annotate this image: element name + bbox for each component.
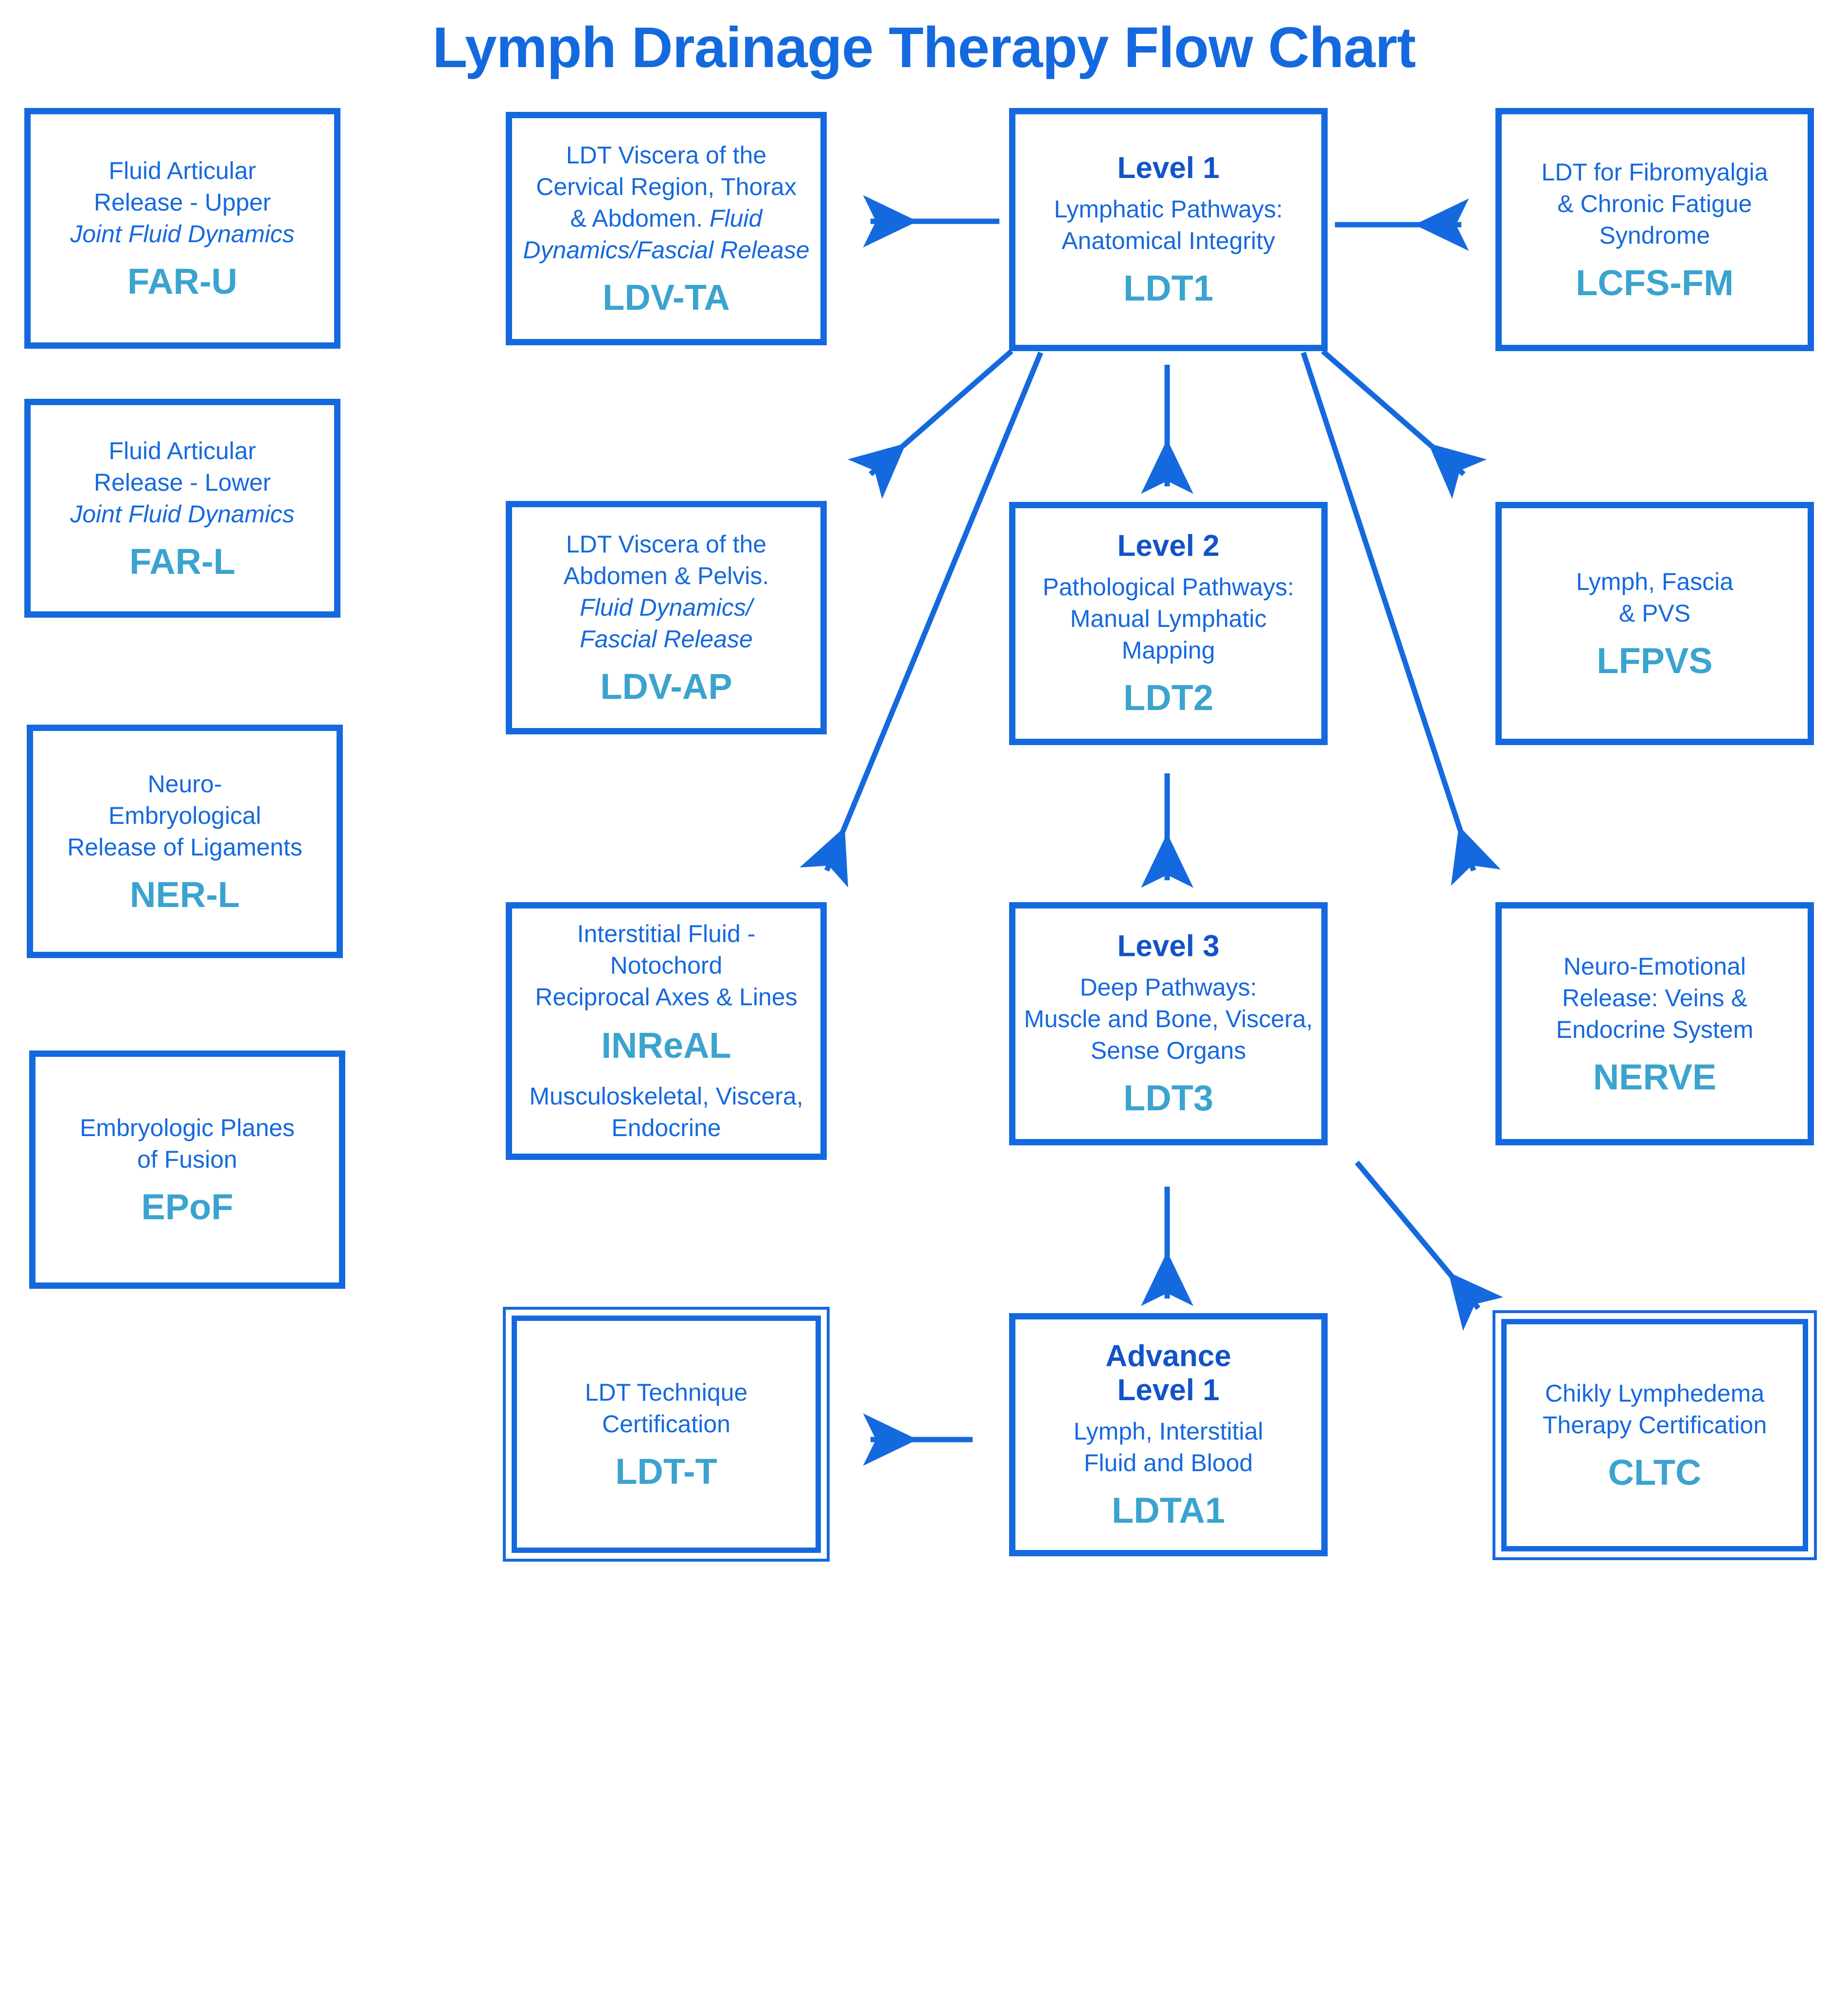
node-ldt2[interactable]: Level 2 Pathological Pathways: Manual Ly… (1009, 502, 1328, 745)
ldv-ap-line1: LDT Viscera of the (566, 531, 767, 558)
lcfs-fm-line3: Syndrome (1599, 221, 1710, 249)
ldv-ta-line1: LDT Viscera of the (566, 142, 767, 169)
ldt1-line1: Lymphatic Pathways: (1054, 195, 1283, 223)
ldt2-heading: Level 2 (1117, 529, 1220, 563)
ldt3-line1: Deep Pathways: (1080, 974, 1257, 1001)
node-ldt1[interactable]: Level 1 Lymphatic Pathways: Anatomical I… (1009, 108, 1328, 351)
inreal-line1: Interstitial Fluid - Notochord (577, 920, 756, 979)
inreal-line3: Musculoskeletal, Viscera, (529, 1083, 803, 1110)
ner-l-line2: Embryological (108, 801, 261, 829)
ldt-t-code: LDT-T (615, 1451, 717, 1492)
ldv-ap-code: LDV-AP (600, 666, 732, 707)
ner-l-line1: Neuro- (147, 770, 222, 798)
inreal-code: INReAL (601, 1025, 731, 1066)
far-u-subtitle: Joint Fluid Dynamics (70, 220, 295, 248)
epof-line1: Embryologic Planes (80, 1114, 295, 1142)
ldta1-code: LDTA1 (1112, 1490, 1225, 1531)
ldta1-line1: Lymph, Interstitial (1073, 1417, 1263, 1445)
node-inreal[interactable]: Interstitial Fluid - Notochord Reciproca… (506, 902, 827, 1160)
node-nerve[interactable]: Neuro-Emotional Release: Veins & Endocri… (1495, 902, 1814, 1145)
epof-line2: of Fusion (137, 1146, 237, 1174)
node-ldt-t[interactable]: LDT Technique Certification LDT-T (503, 1307, 830, 1562)
ldt-t-line1: LDT Technique (585, 1379, 748, 1406)
ldt1-heading: Level 1 (1117, 151, 1220, 185)
ldta1-heading-line2: Level 1 (1117, 1373, 1220, 1407)
arrow-ldt3-to-cltc (1354, 1160, 1504, 1331)
node-cltc[interactable]: Chikly Lymphedema Therapy Certification … (1493, 1310, 1817, 1560)
inreal-line4: Endocrine (611, 1114, 721, 1142)
node-lcfs-fm[interactable]: LDT for Fibromyalgia & Chronic Fatigue S… (1495, 108, 1814, 351)
far-l-line1: Fluid Articular (108, 437, 256, 464)
node-far-l[interactable]: Fluid Articular Release - Lower Joint Fl… (24, 399, 340, 618)
ldt-t-line2: Certification (602, 1410, 730, 1438)
node-ldta1[interactable]: Advance Level 1 Lymph, Interstitial Flui… (1009, 1313, 1328, 1556)
ldv-ta-code: LDV-TA (603, 277, 730, 318)
lfpvs-line2: & PVS (1618, 600, 1691, 627)
ldta1-heading-line1: Advance (1105, 1339, 1231, 1373)
arrow-ldt1-to-ldvap (847, 349, 1013, 499)
lfpvs-code: LFPVS (1597, 641, 1713, 681)
nerve-line3: Endocrine System (1556, 1015, 1754, 1043)
node-far-u[interactable]: Fluid Articular Release - Upper Joint Fl… (24, 108, 340, 349)
far-l-code: FAR-L (129, 541, 235, 582)
arrow-ldt1-to-inreal (800, 351, 1044, 888)
ldt3-line2: Muscle and Bone, Viscera, (1024, 1005, 1313, 1033)
node-lfpvs[interactable]: Lymph, Fascia & PVS LFPVS (1495, 502, 1814, 745)
ldv-ap-line4: Fascial Release (580, 625, 753, 653)
nerve-line2: Release: Veins & (1562, 984, 1747, 1012)
ldt1-code: LDT1 (1123, 267, 1213, 308)
page-title: Lymph Drainage Therapy Flow Chart (432, 16, 1416, 80)
node-epof[interactable]: Embryologic Planes of Fusion EPoF (29, 1050, 345, 1289)
ldt3-heading: Level 3 (1117, 929, 1220, 963)
node-ldt3[interactable]: Level 3 Deep Pathways: Muscle and Bone, … (1009, 902, 1328, 1145)
node-ldv-ap[interactable]: LDT Viscera of the Abdomen & Pelvis. Flu… (506, 501, 827, 734)
ldt2-line2: Manual Lymphatic (1070, 605, 1267, 633)
arrow-ldt1-to-nerve (1300, 352, 1501, 886)
lcfs-fm-code: LCFS-FM (1576, 262, 1734, 303)
far-l-line2: Release - Lower (93, 468, 271, 496)
far-u-line1: Fluid Articular (108, 157, 256, 185)
ldv-ta-line3-italic: Fluid (709, 205, 763, 232)
ldta1-line2: Fluid and Blood (1084, 1449, 1253, 1477)
epof-code: EPoF (141, 1187, 233, 1228)
far-u-code: FAR-U (127, 261, 238, 302)
lcfs-fm-line2: & Chronic Fatigue (1557, 190, 1752, 217)
cltc-code: CLTC (1608, 1452, 1702, 1493)
ldt1-line2: Anatomical Integrity (1061, 227, 1276, 254)
ner-l-line3: Release of Ligaments (67, 833, 302, 861)
ldv-ap-line3: Fluid Dynamics/ (580, 594, 753, 622)
ldt3-line3: Sense Organs (1090, 1037, 1246, 1065)
node-ner-l[interactable]: Neuro- Embryological Release of Ligament… (27, 725, 343, 958)
ldv-ta-line3: & Abdomen. Fluid (570, 203, 763, 234)
far-u-line2: Release - Upper (93, 189, 271, 216)
lcfs-fm-line1: LDT for Fibromyalgia (1541, 158, 1768, 186)
ldt2-code: LDT2 (1123, 677, 1213, 718)
node-ldv-ta[interactable]: LDT Viscera of the Cervical Region, Thor… (506, 112, 827, 345)
nerve-line1: Neuro-Emotional (1563, 952, 1746, 980)
far-l-subtitle: Joint Fluid Dynamics (70, 500, 295, 528)
cltc-line1: Chikly Lymphedema (1545, 1380, 1765, 1407)
ldt2-line1: Pathological Pathways: (1043, 573, 1294, 601)
ldt3-code: LDT3 (1123, 1078, 1213, 1119)
lfpvs-line1: Lymph, Fascia (1576, 568, 1734, 596)
arrow-ldt1-to-lfpvs (1321, 349, 1487, 499)
ner-l-code: NER-L (129, 874, 240, 915)
cltc-line2: Therapy Certification (1542, 1411, 1767, 1439)
ldv-ta-line4: Dynamics/Fascial Release (523, 236, 810, 264)
nerve-code: NERVE (1593, 1056, 1717, 1097)
ldv-ap-line2: Abdomen & Pelvis. (563, 562, 769, 590)
inreal-line2: Reciprocal Axes & Lines (535, 983, 798, 1011)
ldt2-line3: Mapping (1121, 637, 1215, 664)
ldv-ta-line2: Cervical Region, Thorax (536, 173, 797, 201)
ldv-ta-line3-plain: & Abdomen. (570, 205, 710, 232)
